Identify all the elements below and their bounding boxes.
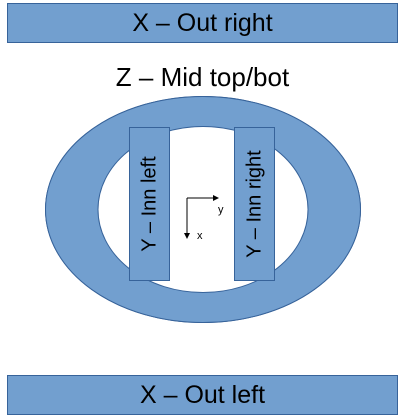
outer-bar-bottom: X – Out left bbox=[7, 375, 398, 415]
inner-bar-right: Y – Inn right bbox=[234, 127, 275, 281]
outer-bar-top: X – Out right bbox=[7, 3, 398, 43]
inner-bar-right-label: Y – Inn right bbox=[243, 150, 265, 258]
coordinate-axes: y x bbox=[184, 195, 224, 242]
outer-bar-top-label: X – Out right bbox=[132, 8, 273, 37]
x-axis-label: x bbox=[197, 230, 203, 242]
outer-bar-bottom-label: X – Out left bbox=[139, 380, 266, 409]
ring-label: Z – Mid top/bot bbox=[115, 62, 290, 92]
inner-bar-left-label: Y – Inn left bbox=[138, 156, 160, 252]
y-axis-label: y bbox=[218, 204, 224, 216]
inner-bar-left: Y – Inn left bbox=[129, 127, 170, 281]
